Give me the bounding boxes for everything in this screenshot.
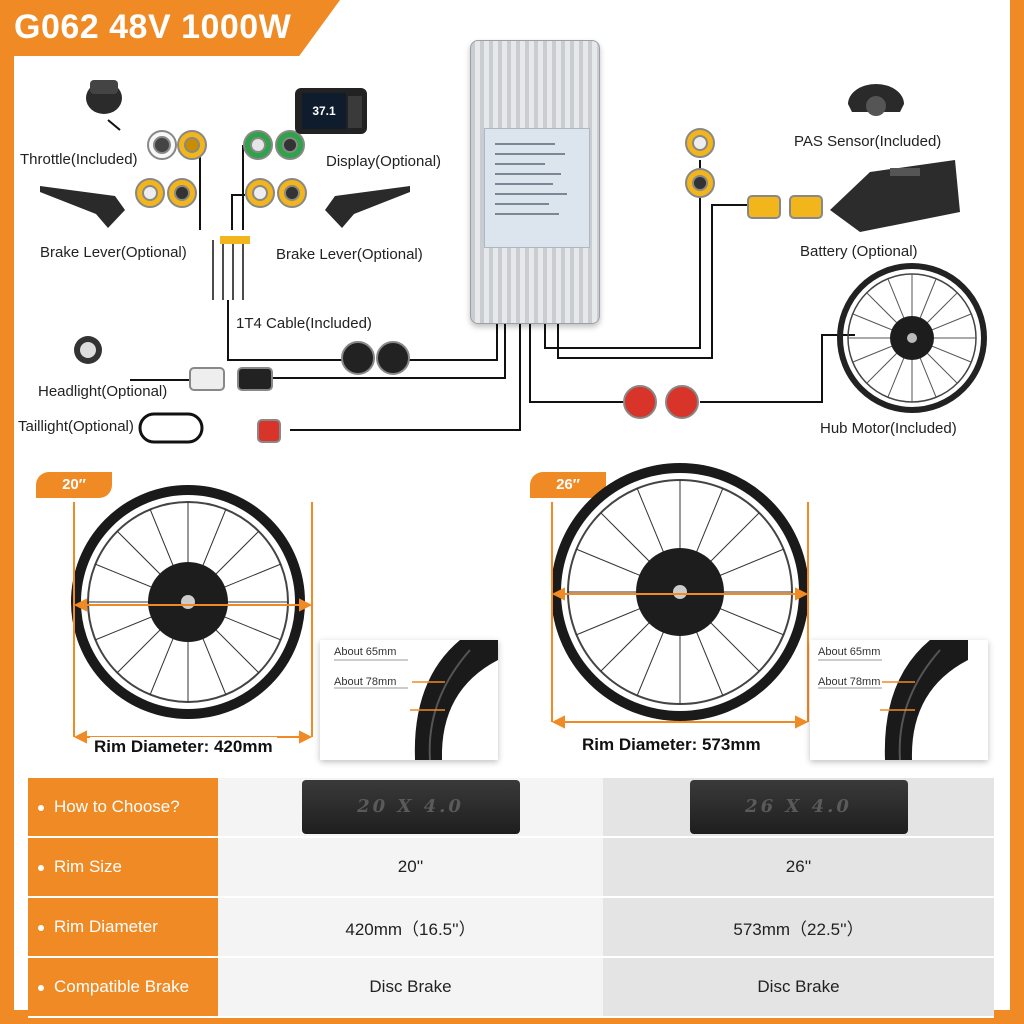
battery-icon	[830, 160, 960, 232]
controller-label	[484, 128, 590, 248]
comparison-table: How to Choose? 20 X 4.0 26 X 4.0 Rim Siz…	[28, 778, 994, 1018]
label-throttle: Throttle(Included)	[20, 151, 138, 168]
label-pas: PAS Sensor(Included)	[794, 133, 942, 150]
page-title: G062 48V 1000W	[14, 8, 292, 46]
bullet-icon	[38, 924, 44, 931]
cell-value: Disc Brake	[218, 957, 603, 1018]
row-label: How to Choose?	[54, 797, 180, 816]
cell-value: 573mm（22.5''）	[603, 897, 994, 958]
wheel-20-icon	[71, 485, 305, 719]
throttle-icon	[86, 80, 122, 114]
label-brake-right: Brake Lever(Optional)	[276, 246, 423, 263]
callout-width-65-26: About 65mm	[818, 646, 881, 658]
label-taillight: Taillight(Optional)	[18, 418, 134, 435]
callout-width-65-20: About 65mm	[334, 646, 397, 658]
rim-width-callout-26: About 65mm About 78mm	[810, 640, 988, 760]
cell-value: 26''	[603, 837, 994, 898]
label-headlight: Headlight(Optional)	[38, 383, 168, 400]
display-icon	[295, 88, 367, 134]
bullet-icon	[38, 864, 44, 871]
label-hub: Hub Motor(Included)	[820, 420, 957, 437]
hub-motor-icon	[837, 263, 987, 413]
wheel-26-icon	[551, 463, 809, 721]
cell-value: 420mm（16.5''）	[218, 897, 603, 958]
brake-lever-left-icon	[40, 186, 125, 228]
wheel-illustrations	[71, 463, 809, 744]
callout-width-78-20: About 78mm	[334, 676, 397, 688]
cell-value: 20''	[218, 837, 603, 898]
table-row: Rim Size 20'' 26''	[28, 837, 994, 898]
display-readout: 37.1	[312, 104, 336, 118]
label-display: Display(Optional)	[326, 153, 442, 170]
size-badge-20: 20″	[36, 472, 112, 498]
rim-label-26: Rim Diameter: 573mm	[578, 735, 765, 755]
table-row: How to Choose? 20 X 4.0 26 X 4.0	[28, 778, 994, 838]
label-cable: 1T4 Cable(Included)	[236, 315, 372, 332]
row-label: Rim Size	[54, 857, 123, 876]
rim-width-callout-20: About 65mm About 78mm	[320, 640, 498, 760]
wiring-diagram: 37.1	[40, 80, 987, 444]
row-label: Compatible Brake	[54, 977, 190, 996]
taillight-icon	[138, 412, 204, 444]
label-brake-left: Brake Lever(Optional)	[40, 244, 187, 261]
brake-lever-right-icon	[325, 186, 410, 228]
label-battery: Battery (Optional)	[800, 243, 918, 260]
callout-width-78-26: About 78mm	[818, 676, 881, 688]
title-badge	[0, 0, 340, 56]
bullet-icon	[38, 804, 44, 811]
tire-26-x-4-image: 26 X 4.0	[689, 780, 908, 834]
size-badge-26: 26″	[530, 472, 606, 498]
table-row: Rim Diameter 420mm（16.5''） 573mm（22.5''）	[28, 897, 994, 958]
bullet-icon	[38, 984, 44, 991]
cell-value: Disc Brake	[603, 957, 994, 1018]
pas-sensor-icon	[848, 84, 904, 116]
headlight-icon	[74, 336, 102, 364]
tire-20-x-4-image: 20 X 4.0	[301, 780, 520, 834]
rim-label-20: Rim Diameter: 420mm	[90, 737, 277, 757]
table-row: Compatible Brake Disc Brake Disc Brake	[28, 957, 994, 1018]
row-label: Rim Diameter	[54, 917, 158, 936]
